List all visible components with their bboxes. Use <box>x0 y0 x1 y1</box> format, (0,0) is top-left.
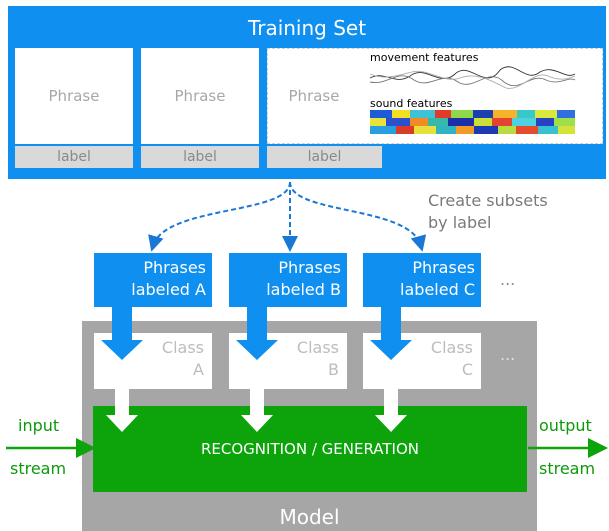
subset-note: Create subsets by label <box>428 190 548 234</box>
training-set-ellipsis: ... <box>585 105 603 126</box>
subset-b-line1: Phrases <box>278 258 341 277</box>
class-c-line2: C <box>461 360 473 379</box>
subset-note-line1: Create subsets <box>428 191 548 210</box>
subset-a-line1: Phrases <box>143 258 206 277</box>
phrase-box-2: Phrase <box>141 48 259 144</box>
input-label-line2: stream <box>10 459 67 478</box>
output-label-line2: stream <box>539 459 596 478</box>
label-box-3: label <box>267 146 382 168</box>
training-set-title: Training Set <box>247 16 367 40</box>
class-b-line1: Class <box>296 338 339 357</box>
input-label-line1: input <box>18 416 60 435</box>
subset-b-line2: labeled B <box>266 280 341 299</box>
recognition-generation-label: RECOGNITION / GENERATION <box>201 440 419 458</box>
sound-features-label: sound features <box>370 97 453 110</box>
phrase-box-1: Phrase <box>15 48 133 144</box>
label-box-2: label <box>141 146 259 168</box>
class-box-c: Class C <box>363 333 481 389</box>
output-label-line1: output <box>539 416 592 435</box>
class-a-line2: A <box>193 360 204 379</box>
class-c-line1: Class <box>430 338 473 357</box>
classes-ellipsis: ... <box>500 345 516 364</box>
class-b-line2: B <box>328 360 339 379</box>
subset-a-line2: labeled A <box>131 280 206 299</box>
subset-note-line2: by label <box>428 213 492 232</box>
recognition-generation-box: RECOGNITION / GENERATION <box>93 406 527 492</box>
subset-box-b: Phrases labeled B <box>229 253 347 307</box>
subset-c-line2: labeled C <box>400 280 475 299</box>
subset-to-class-arrows <box>101 307 412 360</box>
sound-features-plot <box>370 110 575 134</box>
movement-features-label: movement features <box>370 51 479 64</box>
class-a-line1: Class <box>161 338 204 357</box>
model-title: Model <box>279 505 340 529</box>
subsets-ellipsis: ... <box>500 270 516 289</box>
class-to-recognition-arrows <box>106 389 407 432</box>
subset-box-a: Phrases labeled A <box>94 253 212 307</box>
movement-features-plot <box>369 66 576 89</box>
subset-box-c: Phrases labeled C <box>363 253 481 307</box>
phrase-box-3: Phrase <box>288 87 340 105</box>
label-box-1: label <box>15 146 133 168</box>
subset-arrows <box>148 181 427 252</box>
subset-c-line1: Phrases <box>412 258 475 277</box>
